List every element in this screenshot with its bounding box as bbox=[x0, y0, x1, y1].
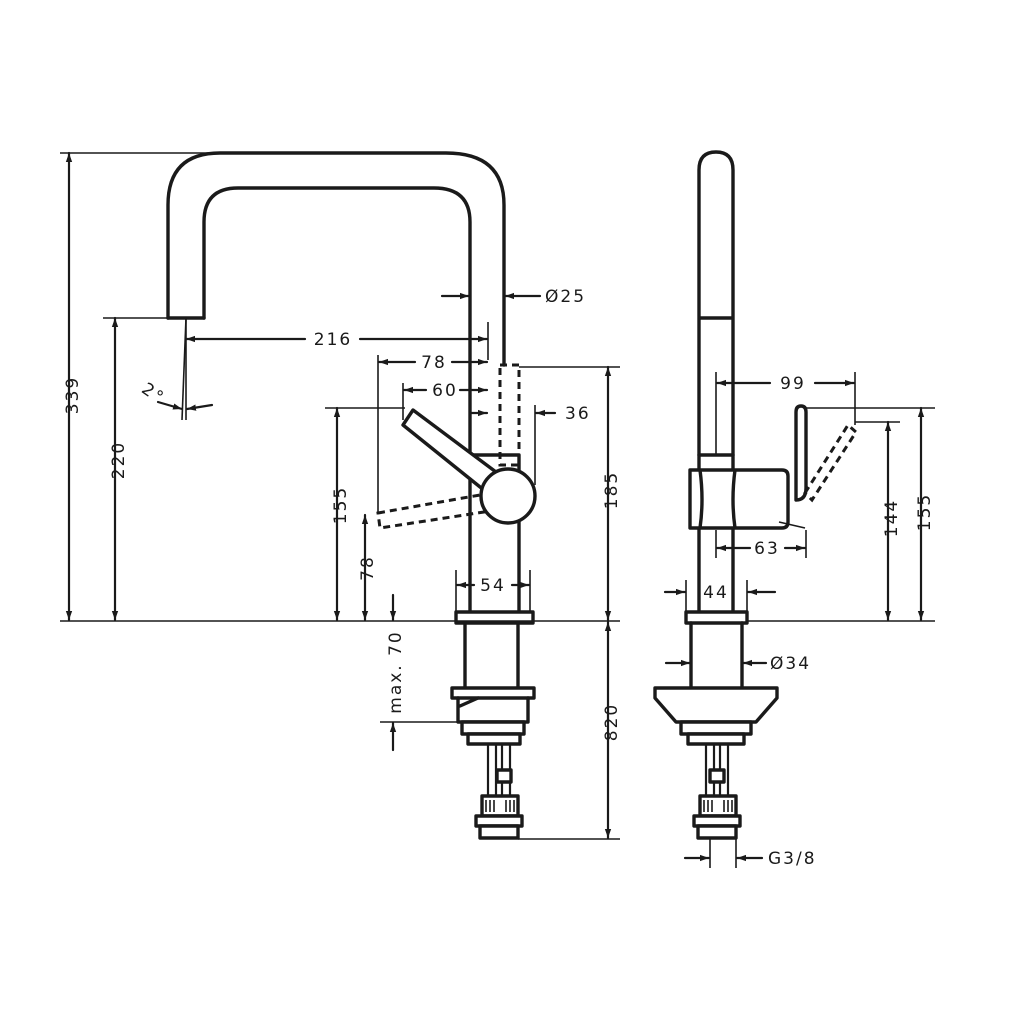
dim-78-h: 78 bbox=[421, 353, 447, 373]
dim-44: 44 bbox=[703, 583, 729, 603]
dim-185: 185 bbox=[602, 471, 622, 509]
dim-54: 54 bbox=[480, 576, 506, 596]
dim-36: 36 bbox=[565, 404, 591, 424]
dim-820: 820 bbox=[602, 703, 622, 741]
front-mount-plate bbox=[450, 686, 536, 700]
dim-155-side: 155 bbox=[915, 493, 935, 531]
front-lever-dashed bbox=[376, 493, 486, 530]
dim-max70: max. 70 bbox=[386, 630, 406, 713]
dim-63: 63 bbox=[754, 539, 780, 559]
dim-d25: Ø25 bbox=[545, 287, 586, 307]
front-dashed-spout bbox=[498, 363, 521, 467]
dim-99: 99 bbox=[780, 374, 806, 394]
side-mount-plate bbox=[653, 686, 779, 724]
front-spout bbox=[166, 151, 506, 457]
dim-220: 220 bbox=[109, 441, 129, 479]
side-lever bbox=[794, 404, 808, 502]
front-lever-knob bbox=[479, 467, 537, 525]
dim-216: 216 bbox=[314, 330, 352, 350]
dim-144: 144 bbox=[882, 499, 902, 537]
dim-60: 60 bbox=[432, 381, 458, 401]
dim-d34: Ø34 bbox=[770, 654, 811, 674]
side-tube bbox=[697, 150, 735, 457]
dim-155-front: 155 bbox=[331, 486, 351, 524]
side-view: 99 144 155 63 44 Ø34 G3/8 bbox=[653, 150, 935, 869]
front-view: 339 220 2° 216 Ø25 78 60 36 bbox=[60, 151, 622, 840]
side-base-plate bbox=[684, 610, 749, 625]
dim-339: 339 bbox=[63, 376, 83, 414]
side-lever-dashed bbox=[803, 422, 858, 503]
front-base-plate bbox=[454, 610, 535, 625]
dim-78-v: 78 bbox=[358, 555, 378, 581]
dim-g38: G3/8 bbox=[768, 849, 817, 869]
